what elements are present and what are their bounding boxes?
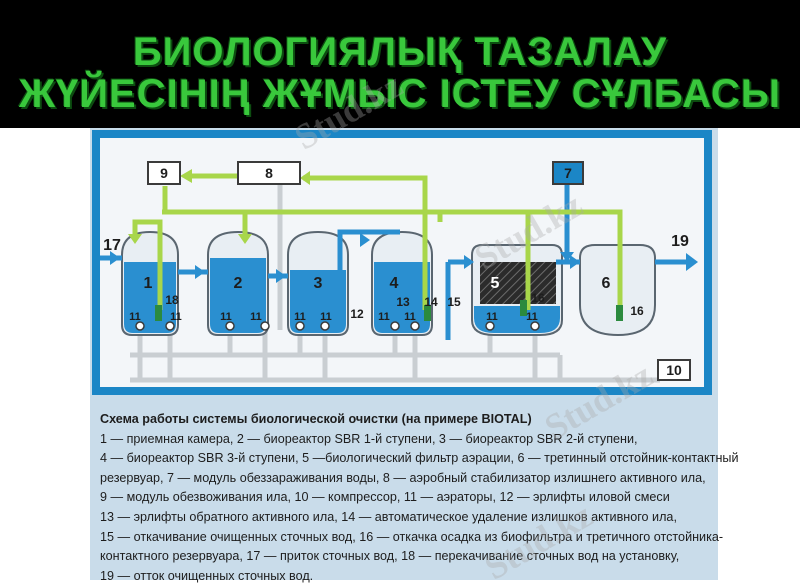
label-11-a: 11 [129, 311, 141, 323]
tank-label-5: 5 [491, 275, 500, 292]
caption-line-5: 13 — эрлифты обратного активного ила, 14… [100, 509, 677, 524]
label-13: 13 [396, 295, 410, 309]
page-title-line-1: БИОЛОГИЯЛЫҚ ТАЗАЛАУ [132, 30, 668, 74]
flow-in-label: 17 [103, 237, 121, 254]
label-11-j: 11 [526, 311, 538, 323]
label-12: 12 [350, 307, 364, 321]
caption-line-6: 15 — откачивание очищенных сточных вод, … [100, 529, 724, 544]
label-11-f: 11 [320, 311, 332, 323]
box-7-label: 7 [564, 165, 572, 181]
label-16-a: 16 [531, 291, 545, 305]
caption-line-1: 1 — приемная камера, 2 — биореактор SBR … [100, 431, 638, 446]
label-16-b: 16 [630, 304, 644, 318]
box-10-label: 10 [666, 362, 682, 378]
box-10 [657, 359, 691, 381]
flow-out-label: 19 [671, 233, 689, 250]
label-14: 14 [424, 295, 438, 309]
box-9 [147, 161, 181, 185]
flow-arrows [110, 233, 698, 283]
label-11-g: 11 [378, 311, 390, 323]
label-11-d: 11 [250, 311, 262, 323]
caption-title: Схема работы системы биологической очист… [100, 412, 532, 426]
label-11-i: 11 [486, 311, 498, 323]
label-11-b: 11 [170, 311, 182, 323]
sludge-arrows [128, 169, 310, 244]
label-11-c: 11 [220, 311, 232, 323]
tank-label-1: 1 [144, 275, 153, 292]
caption-line-7: контактного резервуара, 17 — приток сточ… [100, 549, 680, 564]
label-11-h: 11 [404, 311, 416, 323]
pump-markers [155, 300, 623, 321]
diagram-caption: Схема работы системы биологической очист… [100, 410, 739, 586]
aerator-markers [135, 321, 540, 331]
caption-line-8: 19 — отток очищенных сточных вод. [100, 568, 314, 583]
tank-label-4: 4 [390, 275, 399, 292]
caption-line-3: резервуар, 7 — модуль обеззараживания во… [100, 470, 706, 485]
tank-2 [207, 230, 269, 336]
box-8 [237, 161, 301, 185]
page-title-line-2: ЖҮЙЕСІНІҢ ЖҰМЫС ІСТЕУ СҰЛБАСЫ [18, 72, 782, 116]
tank-label-2: 2 [234, 275, 243, 292]
label-15: 15 [447, 295, 461, 309]
label-11-e: 11 [294, 311, 306, 323]
box-9-label: 9 [160, 165, 168, 181]
tank-3 [287, 230, 349, 336]
tank-label-3: 3 [314, 275, 323, 292]
tank-1 [121, 230, 179, 336]
tank-label-6: 6 [602, 275, 611, 292]
header-band: БИОЛОГИЯЛЫҚ ТАЗАЛАУ ЖҮЙЕСІНІҢ ЖҰМЫС ІСТЕ… [0, 0, 800, 128]
air-pipes [130, 185, 660, 383]
label-18: 18 [165, 293, 179, 307]
box-8-label: 8 [265, 165, 273, 181]
caption-line-2: 4 — биореактор SBR 3-й ступени, 5 —биоло… [100, 451, 739, 466]
caption-line-4: 9 — модуль обезвоживания ила, 10 — компр… [100, 490, 670, 505]
sludge-pipes [132, 173, 623, 320]
box-7 [552, 161, 584, 185]
